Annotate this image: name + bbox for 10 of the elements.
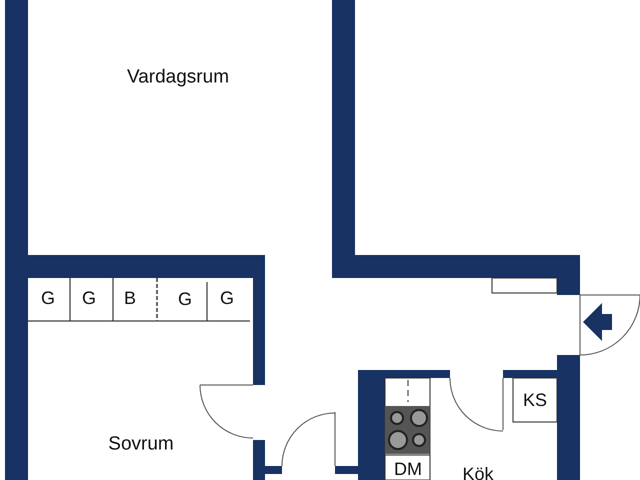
room-label: G — [220, 289, 234, 307]
room-label: Sovrum — [108, 434, 174, 454]
room-label: G — [82, 289, 96, 307]
room-label: KS — [523, 391, 547, 409]
room-label: B — [124, 289, 136, 307]
room-label: G — [41, 289, 55, 307]
room-label: DM — [394, 460, 422, 478]
room-label: Vardagsrum — [126, 68, 230, 86]
room-label: Kök — [462, 465, 494, 480]
room-label: G — [178, 290, 192, 308]
